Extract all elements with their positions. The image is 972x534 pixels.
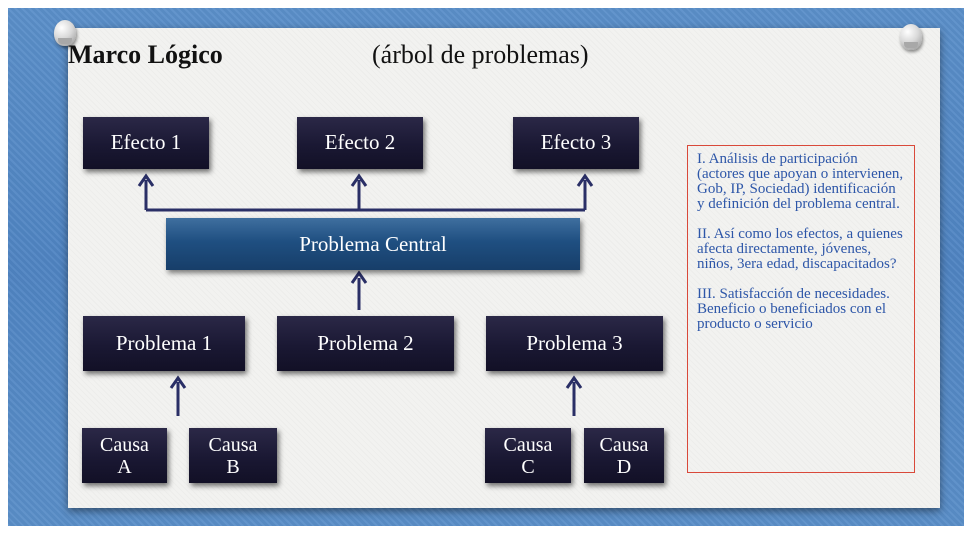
- cause-b-line2: B: [226, 455, 240, 478]
- cause-a-line1: Causa: [100, 433, 149, 456]
- pushpin-left-icon: [54, 20, 76, 46]
- pushpin-right-icon: [900, 24, 922, 50]
- cause-b-line1: Causa: [208, 433, 258, 456]
- central-problem-box: Problema Central: [166, 218, 580, 270]
- cause-box-a: Causa A: [82, 428, 167, 483]
- problem-box-1: Problema 1: [83, 316, 245, 371]
- cause-box-c: Causa C: [485, 428, 571, 483]
- slide-subtitle: (árbol de problemas): [372, 40, 589, 69]
- notes-panel: I. Análisis de participación (actores qu…: [687, 145, 915, 473]
- effect-box-3: Efecto 3: [513, 117, 639, 169]
- problem-box-3: Problema 3: [486, 316, 663, 371]
- cause-box-d: Causa D: [584, 428, 664, 483]
- cause-c-line1: Causa: [503, 433, 553, 456]
- problem-box-2: Problema 2: [277, 316, 454, 371]
- cause-d-line2: D: [616, 455, 632, 478]
- note-3: III. Satisfacción de necesidades. Benefi…: [697, 286, 890, 332]
- effect-box-1: Efecto 1: [83, 117, 209, 169]
- cause-a-line2: A: [117, 455, 132, 478]
- note-1: I. Análisis de participación (actores qu…: [697, 151, 904, 212]
- note-2: II. Así como los efectos, a quienes afec…: [697, 226, 903, 272]
- cause-c-line2: C: [521, 455, 535, 478]
- effect-box-2: Efecto 2: [297, 117, 423, 169]
- cause-box-b: Causa B: [189, 428, 277, 483]
- cause-d-line1: Causa: [599, 433, 649, 456]
- slide-title: Marco Lógico: [68, 40, 223, 69]
